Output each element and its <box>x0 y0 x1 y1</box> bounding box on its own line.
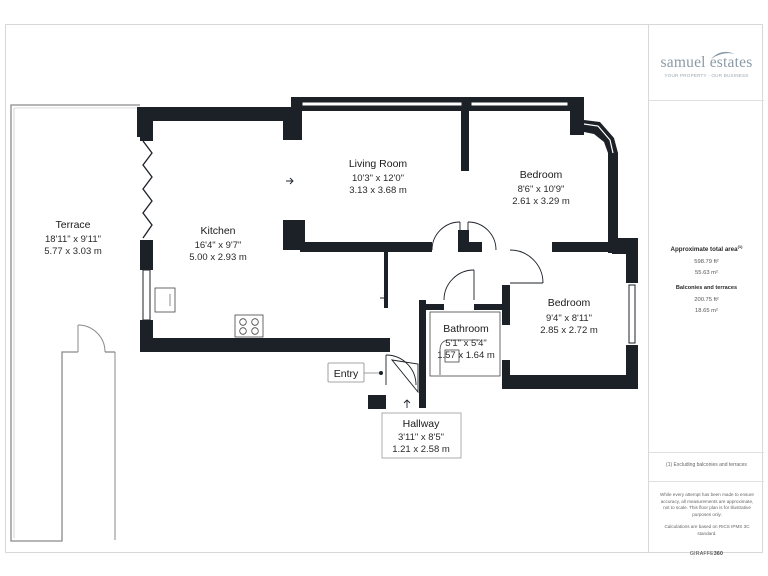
room-dim-imperial: 10'3" x 12'0" <box>352 173 404 184</box>
entry-tag: Entry <box>327 362 383 383</box>
room-name: Living Room <box>349 158 408 170</box>
room-dim-imperial: 5'1" x 5'4" <box>445 338 487 349</box>
bifold-door <box>142 140 153 239</box>
bay-window <box>583 120 618 154</box>
disclaimer: While every attempt has been made to ens… <box>657 492 757 538</box>
balconies-title: Balconies and terraces <box>675 285 738 292</box>
logo-tagline: YOUR PROPERTY - OUR BUSINESS <box>664 73 749 78</box>
room-bathroom: Bathroom 5'1" x 5'4" 1.57 x 1.64 m <box>437 323 495 361</box>
room-terrace: Terrace 18'11" x 9'11" 5.77 x 3.03 m <box>44 219 102 257</box>
balconies-m: 18.65 m² <box>695 308 718 315</box>
room-dim-metric: 1.57 x 1.64 m <box>437 350 495 361</box>
door-swings <box>385 221 544 394</box>
windows <box>142 101 636 344</box>
total-area-ft: 598.79 ft² <box>694 259 719 266</box>
room-name: Terrace <box>55 219 90 231</box>
total-area-title: Approximate total area(1) <box>670 244 743 254</box>
divider <box>649 100 764 101</box>
total-area-m: 55.63 m² <box>695 270 718 277</box>
room-bedroom-2: Bedroom 9'4" x 8'11" 2.85 x 2.72 m <box>540 297 598 336</box>
entry-label: Entry <box>334 368 359 380</box>
footnote: (1) Excluding balconies and terraces <box>666 462 747 468</box>
logo-name: samuel estates <box>660 54 753 71</box>
room-name: Kitchen <box>200 225 235 237</box>
terrace-area <box>10 104 140 542</box>
floorplan-frame <box>5 24 763 553</box>
room-hallway: Hallway 3'11" x 8'5" 1.21 x 2.58 m <box>381 412 462 459</box>
room-dim-imperial: 16'4" x 9'7" <box>195 240 242 251</box>
room-name: Bathroom <box>443 323 489 335</box>
logo-mark-icon <box>711 51 735 59</box>
standard-note: Calculations are based on RICS IPMS 3C s… <box>664 524 750 536</box>
divider <box>649 481 764 482</box>
room-dim-metric: 2.61 x 3.29 m <box>512 196 570 207</box>
door-arrows <box>286 177 411 408</box>
room-dim-imperial: 8'6" x 10'9" <box>518 184 565 195</box>
bathroom-fixtures <box>429 311 501 377</box>
kitchen-fixtures <box>154 287 264 338</box>
info-panel: samuel estates YOUR PROPERTY - OUR BUSIN… <box>648 24 764 557</box>
room-dim-metric: 3.13 x 3.68 m <box>349 185 407 196</box>
divider <box>649 452 764 453</box>
room-dim-imperial: 9'4" x 8'11" <box>546 313 592 324</box>
room-name: Hallway <box>403 418 441 430</box>
room-name: Bedroom <box>548 297 591 309</box>
room-dim-imperial: 3'11" x 8'5" <box>398 432 444 443</box>
room-living: Living Room 10'3" x 12'0" 3.13 x 3.68 m <box>349 158 408 196</box>
room-dim-imperial: 18'11" x 9'11" <box>45 234 101 245</box>
room-dim-metric: 5.77 x 3.03 m <box>44 246 102 257</box>
room-bedroom-1: Bedroom 8'6" x 10'9" 2.61 x 3.29 m <box>512 169 570 207</box>
brand-giraffe360: GIRAFFE360 <box>689 551 724 557</box>
area-summary: Approximate total area(1) 598.79 ft² 55.… <box>649 244 764 317</box>
floor-plan: Terrace 18'11" x 9'11" 5.77 x 3.03 m Kit… <box>10 97 638 542</box>
room-dim-metric: 1.21 x 2.58 m <box>392 444 450 455</box>
room-name: Bedroom <box>520 169 563 181</box>
room-dim-metric: 2.85 x 2.72 m <box>540 325 598 336</box>
balconies-ft: 200.75 ft² <box>694 297 719 304</box>
logo: samuel estates YOUR PROPERTY - OUR BUSIN… <box>649 51 764 78</box>
walls <box>137 97 638 409</box>
room-dim-metric: 5.00 x 2.93 m <box>189 252 247 263</box>
room-kitchen: Kitchen 16'4" x 9'7" 5.00 x 2.93 m <box>189 225 247 263</box>
